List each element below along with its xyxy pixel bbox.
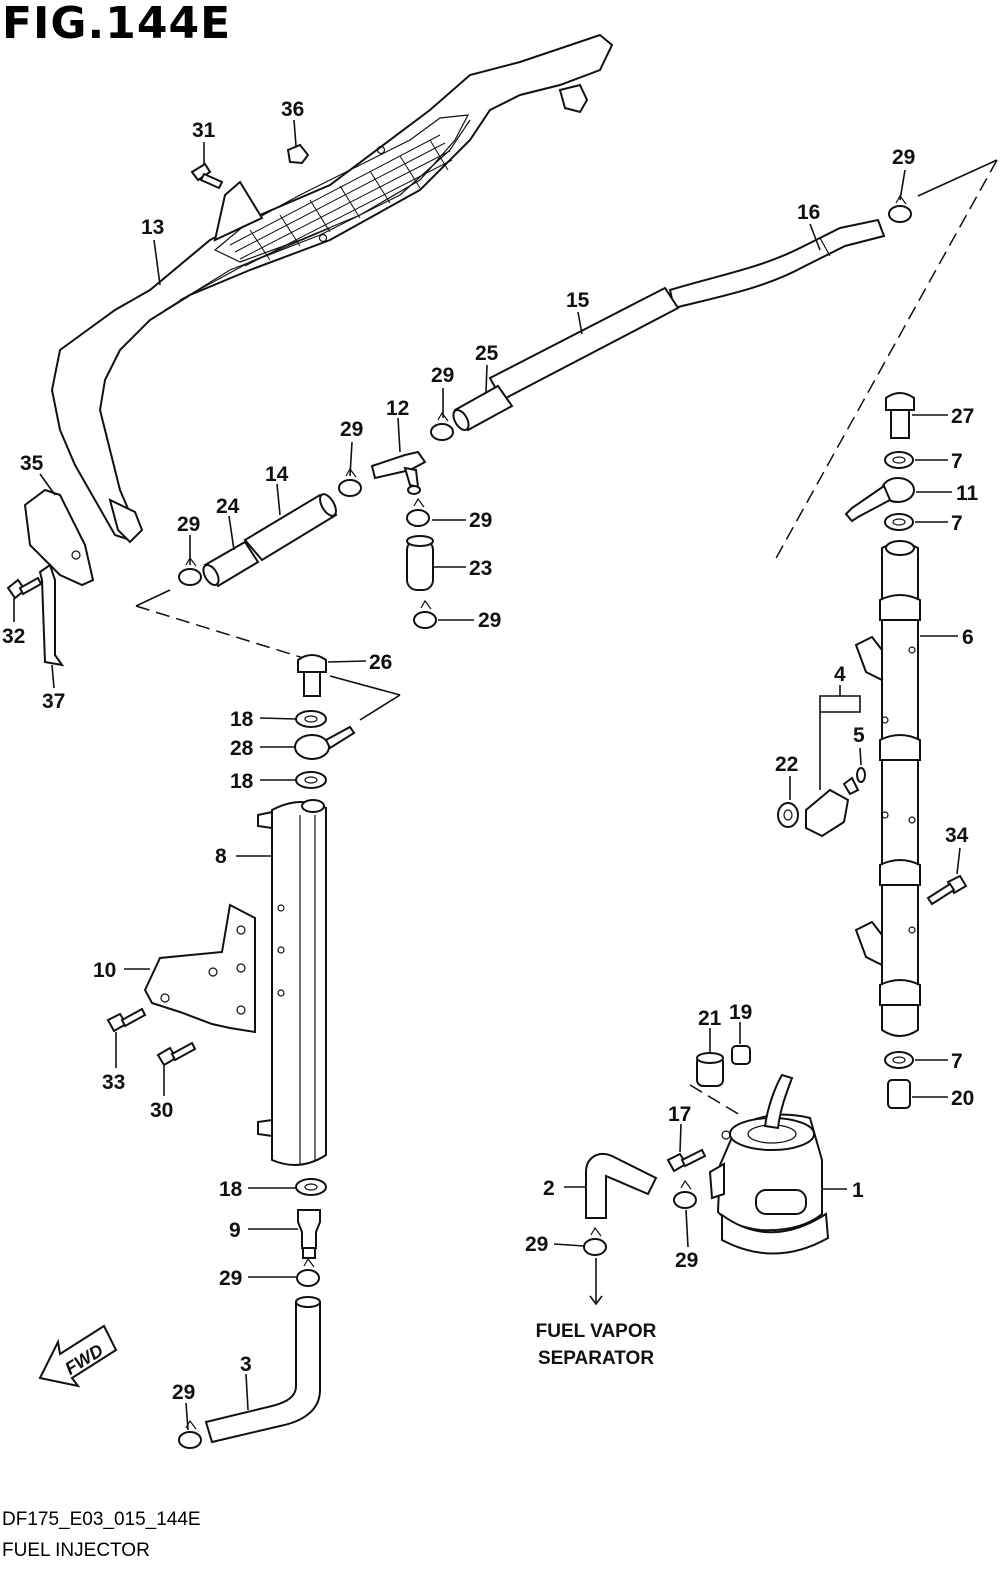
callout-9: 9: [229, 1219, 241, 1242]
banjo-bolt-part-27: [885, 392, 915, 439]
fuel-rail-part-8: [257, 799, 327, 1166]
bolt-part-17: [666, 1148, 707, 1173]
callout-14: 14: [265, 463, 289, 486]
callout-11: 11: [956, 482, 979, 505]
washer-part-7: [884, 451, 914, 1069]
callout-29: 29: [177, 513, 200, 536]
callout-8: 8: [215, 845, 227, 868]
callout-29: 29: [431, 364, 454, 387]
callout-19: 19: [729, 1001, 752, 1024]
callout-31: 31: [192, 119, 216, 142]
callout-29: 29: [469, 509, 492, 532]
callout-labels: 31 36 13 35 32 37 29 16 15 25 29 12 29 1…: [2, 98, 979, 1404]
intake-cover-part-13: [50, 33, 614, 544]
callout-36: 36: [281, 98, 304, 121]
callout-3: 3: [240, 1353, 252, 1376]
o-ring-part-5: [856, 767, 866, 783]
plug-part-20: [887, 1079, 911, 1109]
hose-part-14: [243, 493, 338, 562]
hose-part-3: [204, 1296, 321, 1444]
bolt-part-31: [190, 162, 224, 190]
callout-33: 33: [102, 1071, 125, 1094]
cap-part-19: [731, 1045, 751, 1065]
bracket-part-10: [143, 903, 256, 1034]
joint-part-12: [370, 450, 427, 495]
callout-29: 29: [525, 1233, 548, 1256]
figure-name: FUEL INJECTOR: [2, 1540, 150, 1561]
grommet-part-22: [777, 802, 799, 828]
callout-29: 29: [892, 146, 915, 169]
assembly-lines: [135, 159, 998, 1116]
washer-part-18: [295, 710, 327, 1196]
callout-4: 4: [834, 663, 846, 686]
injector-part-4: [805, 776, 860, 838]
callout-10: 10: [93, 959, 116, 982]
callout-6: 6: [962, 626, 974, 649]
callout-7: 7: [951, 450, 963, 473]
grommet-part-21: [696, 1052, 724, 1087]
callout-18: 18: [230, 770, 254, 793]
callout-23: 23: [469, 557, 492, 580]
callout-29: 29: [478, 609, 501, 632]
callout-17: 17: [668, 1103, 691, 1126]
bolt-part-34: [926, 874, 968, 906]
hose-part-23: [406, 535, 434, 591]
hose-part-24: [202, 540, 260, 588]
figure-code: DF175_E03_015_144E: [2, 1509, 201, 1530]
callout-30: 30: [150, 1099, 173, 1122]
figure-title: FIG.144E: [2, 0, 232, 49]
callout-15: 15: [566, 289, 590, 312]
callout-35: 35: [20, 452, 44, 475]
callout-29: 29: [219, 1267, 242, 1290]
callout-21: 21: [698, 1007, 722, 1030]
callout-24: 24: [216, 495, 240, 518]
callout-34: 34: [945, 824, 969, 847]
banjo-bolt-part-26: [297, 654, 327, 697]
strap-part-37: [38, 563, 65, 667]
clip-part-36: [286, 143, 310, 165]
pressure-regulator-part-1: [708, 1073, 830, 1255]
bolt-part-33: [106, 1007, 147, 1033]
callout-7: 7: [951, 1050, 963, 1073]
fuel-hose-part-25: [452, 384, 514, 432]
callout-29: 29: [340, 418, 363, 441]
callout-27: 27: [951, 405, 974, 428]
callout-37: 37: [42, 690, 65, 713]
callout-5: 5: [853, 724, 865, 747]
delivery-pipe-part-6: [854, 540, 921, 1037]
callout-22: 22: [775, 753, 798, 776]
callout-20: 20: [951, 1087, 974, 1110]
bracket-part-35: [23, 488, 95, 587]
callout-18: 18: [230, 708, 254, 731]
callout-26: 26: [369, 651, 392, 674]
callout-32: 32: [2, 625, 25, 648]
bolt-part-32: [6, 576, 43, 600]
banjo-part-11: [844, 477, 915, 523]
callout-1: 1: [852, 1179, 864, 1202]
callout-29: 29: [675, 1249, 698, 1272]
callout-13: 13: [141, 216, 164, 239]
callout-29: 29: [172, 1381, 195, 1404]
leader-lines: [13, 119, 961, 1431]
banjo-part-28: [294, 725, 356, 760]
callout-7: 7: [951, 512, 963, 535]
callout-25: 25: [475, 342, 499, 365]
fuel-hose-part-16: [668, 218, 886, 310]
separator-note-line1: FUEL VAPOR: [536, 1321, 657, 1342]
hose-part-2: [585, 1153, 658, 1219]
bolt-part-30: [156, 1041, 197, 1067]
fitting-part-9: [297, 1209, 321, 1259]
clamp-part-29: [178, 194, 912, 1449]
callout-2: 2: [543, 1177, 555, 1200]
callout-16: 16: [797, 201, 820, 224]
callout-18: 18: [219, 1178, 243, 1201]
separator-note-line2: SEPARATOR: [538, 1348, 654, 1369]
callout-12: 12: [386, 397, 409, 420]
fwd-arrow-icon: [38, 1324, 118, 1388]
callout-28: 28: [230, 737, 254, 760]
